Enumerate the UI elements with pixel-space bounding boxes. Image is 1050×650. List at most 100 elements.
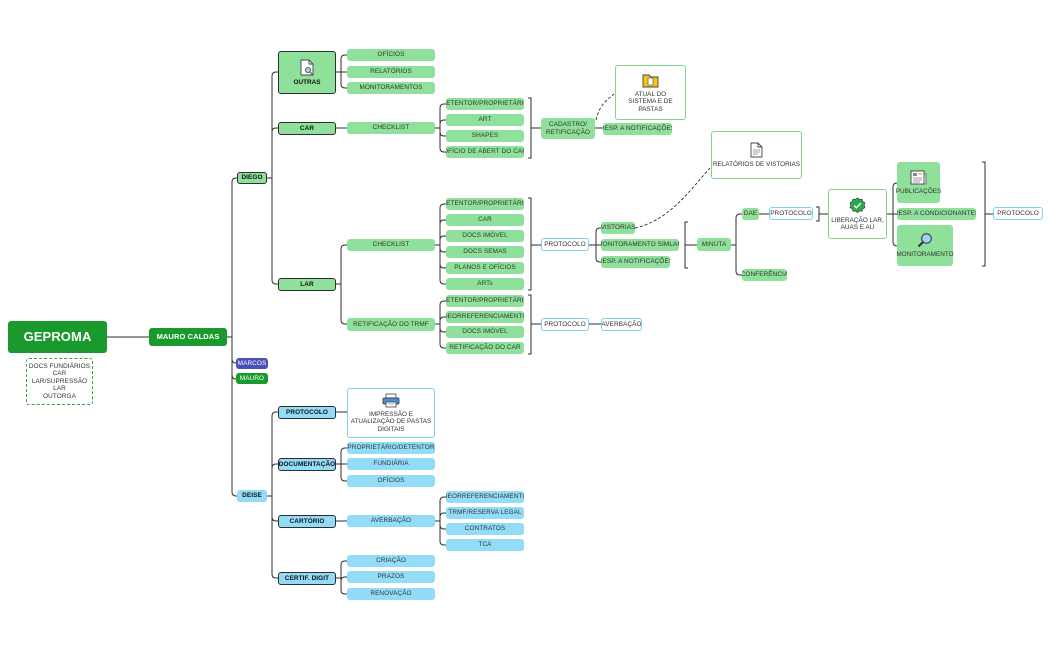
magnifier-icon	[917, 233, 932, 248]
lar-publicacoes-label: PUBLICAÇÕES	[895, 187, 942, 195]
connector	[340, 244, 347, 284]
root-note: DOCS FUNDIÁRIOS CAR LAR/SUPRESSÃO LAR OU…	[26, 358, 93, 405]
lar-publicacoes-card[interactable]: PUBLICAÇÕES	[895, 162, 942, 203]
deise-doc-item[interactable]: PROPRIETÁRIO/DETENTOR	[347, 442, 435, 454]
car-resp-notificacoes[interactable]: RESP. A NOTIFICAÇÕES	[603, 123, 672, 135]
lar-resp-notificacoes[interactable]: RESP. A NOTIFICAÇÕES	[601, 256, 670, 268]
car-checklist[interactable]: CHECKLIST	[347, 122, 435, 134]
connector	[528, 97, 532, 159]
document-search-icon	[300, 59, 314, 76]
connector	[271, 463, 278, 496]
lar-checklist[interactable]: CHECKLIST	[347, 239, 435, 251]
lar-monitoramento-card[interactable]: MONITORAMENTO	[896, 225, 954, 266]
outras-item[interactable]: RELATÓRIOS	[347, 66, 435, 78]
lar-retificacao-item[interactable]: DOCS IMÓVEL	[446, 326, 524, 338]
lar-node[interactable]: LAR	[278, 278, 336, 291]
connector	[684, 221, 688, 269]
document-icon	[750, 142, 763, 158]
car-cadastro-retificacao[interactable]: CADASTRO/ RETIFICAÇÃO	[541, 118, 595, 139]
deise-certif-item[interactable]: PRAZOS	[347, 571, 435, 583]
lar-conferencia[interactable]: CONFERÊNCIA	[742, 269, 787, 281]
newspaper-icon	[910, 170, 927, 185]
outras-label: OUTRAS	[293, 78, 321, 86]
car-atual-card[interactable]: ATUAL DO SISTEMA E DE PASTAS	[615, 65, 686, 120]
lar-liberacao-label: LIBERAÇÃO LAR, AUAS E AU	[831, 216, 884, 231]
person-mauro[interactable]: MAURO	[236, 373, 268, 384]
connector	[271, 411, 278, 496]
deise-documentacao[interactable]: DOCUMENTAÇÃO	[278, 458, 336, 471]
connector	[528, 294, 532, 355]
lar-vistorias[interactable]: VISTORIAS	[601, 222, 635, 234]
lar-resp-condicionantes[interactable]: RESP. A CONDICIONANTES	[897, 208, 976, 220]
lar-checklist-item[interactable]: CAR	[446, 214, 524, 226]
lar-monitoramento-simlam[interactable]: MONITORAMENTO SIMLAM	[601, 239, 679, 251]
connector	[231, 177, 237, 337]
note-line: DOCS FUNDIÁRIOS	[28, 363, 91, 371]
note-line: LAR	[53, 385, 66, 393]
connector	[816, 206, 820, 222]
lar-retificacao-item[interactable]: GEORREFERENCIAMENTO	[446, 311, 524, 323]
lar-relatorios-label: RELATÓRIOS DE VISTORIAS	[712, 160, 801, 168]
deise-certif-item[interactable]: RENOVAÇÃO	[347, 588, 435, 600]
person-diego[interactable]: DIEGO	[237, 172, 267, 184]
lar-averbacao[interactable]: AVERBAÇÃO	[601, 318, 642, 331]
root-node-geproma[interactable]: GEPROMA	[8, 321, 107, 353]
deise-cartorio[interactable]: CARTÓRIO	[278, 515, 336, 528]
deise-doc-item[interactable]: OFÍCIOS	[347, 475, 435, 487]
connector	[340, 284, 347, 325]
connector	[595, 93, 615, 121]
deise-certif-digit[interactable]: CERTIF. DIGIT	[278, 572, 336, 585]
connector	[528, 197, 532, 291]
car-atual-label: ATUAL DO SISTEMA E DE PASTAS	[628, 90, 673, 113]
folder-icon	[642, 74, 659, 88]
lar-protocolo[interactable]: PROTOCOLO	[541, 238, 589, 251]
deise-averbacao-item[interactable]: TCA	[446, 539, 524, 551]
deise-protocolo[interactable]: PROTOCOLO	[278, 406, 336, 419]
lar-dae[interactable]: DAE	[742, 208, 759, 220]
outras-item[interactable]: OFÍCIOS	[347, 49, 435, 61]
deise-averbacao-item[interactable]: TRMF/RESERVA LEGAL	[446, 507, 524, 519]
lar-checklist-item[interactable]: DOCS IMÓVEL	[446, 230, 524, 242]
deise-doc-item[interactable]: FUNDIÁRIA	[347, 458, 435, 470]
connector	[634, 167, 711, 229]
lar-liberacao-card[interactable]: LIBERAÇÃO LAR, AUAS E AU	[828, 189, 887, 239]
printer-icon	[382, 393, 400, 408]
connector	[982, 161, 986, 267]
lar-checklist-item[interactable]: DETENTOR/PROPRIETÁRIO	[446, 198, 524, 210]
deise-certif-item[interactable]: CRIAÇÃO	[347, 555, 435, 567]
person-deise[interactable]: DEISE	[237, 490, 267, 502]
connector	[735, 213, 742, 245]
deise-averbacao-item[interactable]: CONTRATOS	[446, 523, 524, 535]
car-checklist-item[interactable]: ART	[446, 114, 524, 126]
note-line: OUTORGA	[43, 392, 76, 400]
lar-ret-protocolo[interactable]: PROTOCOLO	[541, 318, 589, 331]
car-checklist-item[interactable]: OFÍCIO DE ABERT DO CAR	[446, 146, 524, 158]
car-node[interactable]: CAR	[278, 122, 336, 135]
lar-checklist-item[interactable]: ARTs	[446, 278, 524, 290]
note-line: LAR/SUPRESSÃO	[31, 377, 88, 385]
outras-item[interactable]: MONITORAMENTOS	[347, 82, 435, 94]
lar-dae-protocolo[interactable]: PROTOCOLO	[769, 207, 813, 220]
lar-checklist-item[interactable]: DOCS SEMAS	[446, 246, 524, 258]
car-checklist-item[interactable]: DETENTOR/PROPRIETÁRIO	[446, 98, 524, 110]
lar-minuta[interactable]: MINUTA	[697, 238, 731, 251]
deise-averbacao-item[interactable]: GEORREFERENCIAMENTO	[446, 491, 524, 503]
lar-retificacao-item[interactable]: DETENTOR/PROPRIETÁRIO	[446, 295, 524, 307]
deise-impressao-label: IMPRESSÃO E ATUALIZAÇÃO DE PASTAS DIGITA…	[350, 410, 432, 433]
lar-checklist-item[interactable]: PLANOS E OFÍCIOS	[446, 262, 524, 274]
person-mauro-caldas[interactable]: MAURO CALDAS	[149, 328, 227, 346]
deise-averbacao[interactable]: AVERBAÇÃO	[347, 515, 435, 527]
connector	[271, 127, 278, 178]
connector	[271, 178, 278, 285]
lar-retificacao-trmf[interactable]: RETIFICAÇÃO DO TRMF	[347, 318, 435, 331]
note-line: CAR	[52, 370, 67, 378]
deise-impressao-card[interactable]: IMPRESSÃO E ATUALIZAÇÃO DE PASTAS DIGITA…	[347, 388, 435, 438]
person-marcos[interactable]: MARCOS	[236, 358, 268, 369]
lar-relatorios-card[interactable]: RELATÓRIOS DE VISTORIAS	[711, 131, 802, 179]
car-checklist-item[interactable]: SHAPES	[446, 130, 524, 142]
lar-retificacao-item[interactable]: RETIFICAÇÃO DO CAR	[446, 342, 524, 354]
outras-card[interactable]: OUTRAS	[278, 51, 336, 94]
lar-final-protocolo[interactable]: PROTOCOLO	[993, 207, 1043, 220]
